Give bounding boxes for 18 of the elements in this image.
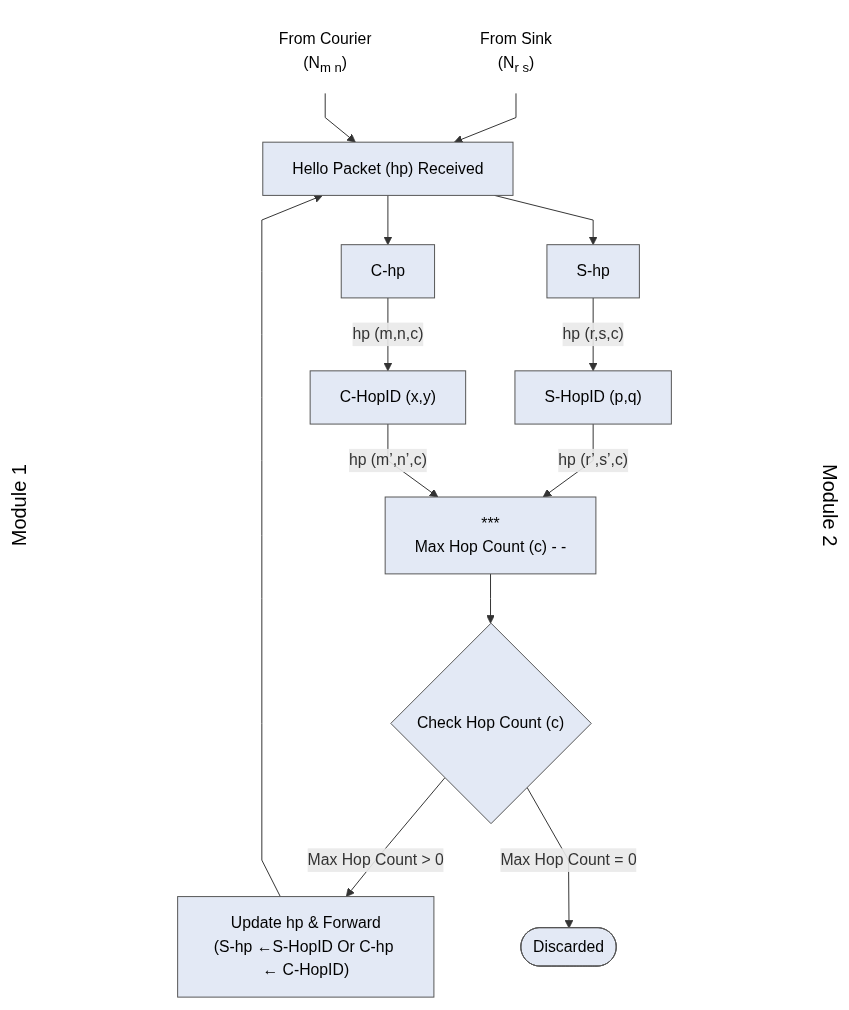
node-box: *** Max Hop Count (c) - -	[384, 496, 597, 575]
edge-label: Max Hop Count = 0	[500, 851, 637, 868]
node-box: S-HopID (p,q)	[514, 370, 672, 425]
node-diamond: Check Hop Count (c)	[390, 622, 592, 825]
edge-label: hp (m,n,c)	[352, 325, 424, 343]
edge-label: hp (r’,s’,c)	[558, 451, 629, 469]
node-box: C-hp	[340, 244, 436, 299]
edge-label: hp (r,s,c)	[562, 325, 624, 343]
node-text: From Courier (N$_{m n}$)	[278, 30, 372, 76]
node-box: Update hp & Forward (S-hp ←S-HopID Or C-hp ← C-HopID)	[177, 896, 435, 998]
node-text: From Sink (N$_{r s}$)	[480, 30, 552, 76]
module-label: Module 1	[8, 463, 31, 547]
edge-label: hp (m’,n’,c)	[348, 451, 427, 469]
module-label: Module 2	[818, 463, 841, 547]
node-box: Hello Packet (hp) Received	[262, 141, 514, 196]
node-box: C-HopID (x,y)	[309, 370, 467, 425]
edge-label: Max Hop Count > 0	[307, 851, 444, 868]
node-box: S-hp	[546, 244, 640, 299]
